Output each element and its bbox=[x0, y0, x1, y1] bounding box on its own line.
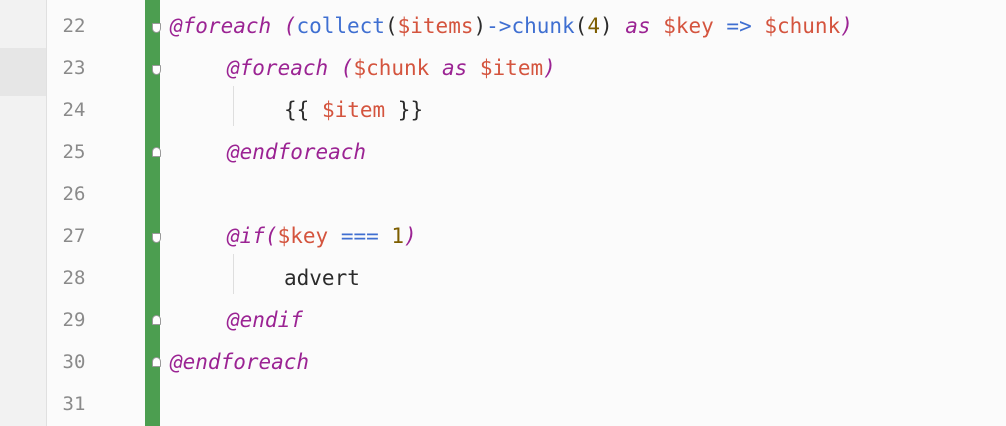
code-token: chunk bbox=[511, 14, 575, 38]
code-token: }} bbox=[385, 98, 424, 122]
line-number[interactable]: 25 bbox=[62, 141, 86, 163]
indent-guide bbox=[233, 254, 234, 294]
code-token: -> bbox=[486, 14, 512, 38]
code-text[interactable]: @endif bbox=[227, 299, 303, 341]
left-strip-active-highlight bbox=[0, 48, 46, 96]
indent-guide bbox=[233, 86, 234, 126]
code-token: ) bbox=[599, 14, 613, 38]
code-token: advert bbox=[284, 266, 360, 290]
code-token: 4 bbox=[587, 14, 600, 38]
line-number[interactable]: 29 bbox=[62, 309, 86, 331]
code-line[interactable]: 30 @endforeach bbox=[0, 341, 1006, 383]
code-line[interactable]: 26 bbox=[0, 173, 1006, 215]
code-token: ( bbox=[264, 224, 278, 248]
line-number[interactable]: 30 bbox=[62, 351, 86, 373]
code-token: ( bbox=[384, 14, 398, 38]
code-token: @foreach bbox=[227, 56, 329, 80]
code-token: $chunk bbox=[353, 56, 430, 80]
code-token: $item bbox=[321, 98, 386, 122]
code-token: ) bbox=[404, 224, 417, 248]
line-number[interactable]: 31 bbox=[62, 393, 86, 415]
line-number[interactable]: 23 bbox=[62, 57, 86, 79]
code-line[interactable]: 23 @foreach ($chunk as $item) bbox=[0, 47, 1006, 89]
line-number[interactable]: 27 bbox=[62, 225, 86, 247]
code-line[interactable]: 28 advert bbox=[0, 257, 1006, 299]
code-text[interactable]: advert bbox=[284, 257, 360, 299]
code-token: @foreach bbox=[170, 14, 272, 38]
code-token: collect bbox=[296, 14, 385, 38]
code-token: {{ bbox=[284, 98, 322, 122]
code-line[interactable]: 22@foreach (collect($items)->chunk(4) as… bbox=[0, 5, 1006, 47]
code-token: as bbox=[429, 56, 480, 80]
code-token: as bbox=[612, 14, 664, 38]
fold-close-icon[interactable] bbox=[152, 357, 161, 367]
code-token: $chunk bbox=[764, 14, 841, 38]
gutter-border bbox=[46, 0, 47, 426]
fold-open-icon[interactable] bbox=[152, 65, 161, 75]
fold-open-icon[interactable] bbox=[152, 233, 161, 243]
code-token: === bbox=[328, 224, 392, 248]
code-token: $key bbox=[277, 224, 329, 248]
code-line[interactable]: 24 {{ $item }} bbox=[0, 89, 1006, 131]
code-token: @endif bbox=[227, 308, 303, 332]
code-token: @endforeach bbox=[170, 350, 310, 374]
code-token: 1 bbox=[391, 224, 405, 248]
code-token: ) bbox=[473, 14, 487, 38]
line-number[interactable]: 24 bbox=[62, 99, 86, 121]
fold-close-icon[interactable] bbox=[152, 147, 161, 157]
code-token: @if bbox=[227, 224, 265, 248]
code-token: $key bbox=[663, 14, 714, 38]
line-number[interactable]: 22 bbox=[62, 15, 86, 37]
code-token: $items bbox=[397, 14, 474, 38]
code-text[interactable]: @endforeach bbox=[170, 341, 309, 383]
code-token: => bbox=[713, 14, 765, 38]
line-number[interactable]: 26 bbox=[62, 183, 86, 205]
code-token: @endforeach bbox=[227, 140, 367, 164]
code-token: $item bbox=[479, 56, 544, 80]
code-text[interactable]: {{ $item }} bbox=[284, 89, 423, 131]
code-token: ) bbox=[840, 14, 853, 38]
code-token: ( bbox=[574, 14, 588, 38]
fold-close-icon[interactable] bbox=[152, 315, 161, 325]
code-line[interactable]: 31 bbox=[0, 383, 1006, 425]
code-text[interactable]: @foreach ($chunk as $item) bbox=[227, 47, 556, 89]
code-line[interactable]: 25 @endforeach bbox=[0, 131, 1006, 173]
code-line[interactable]: 27 @if($key === 1) bbox=[0, 215, 1006, 257]
line-number[interactable]: 28 bbox=[62, 267, 86, 289]
code-token: ( bbox=[271, 14, 297, 38]
code-text[interactable]: @endforeach bbox=[227, 131, 366, 173]
code-text[interactable]: @foreach (collect($items)->chunk(4) as $… bbox=[170, 5, 853, 47]
code-token: ( bbox=[328, 56, 354, 80]
code-token: ) bbox=[543, 56, 556, 80]
code-line[interactable]: 29 @endif bbox=[0, 299, 1006, 341]
fold-open-icon[interactable] bbox=[152, 23, 161, 33]
code-text[interactable]: @if($key === 1) bbox=[227, 215, 417, 257]
